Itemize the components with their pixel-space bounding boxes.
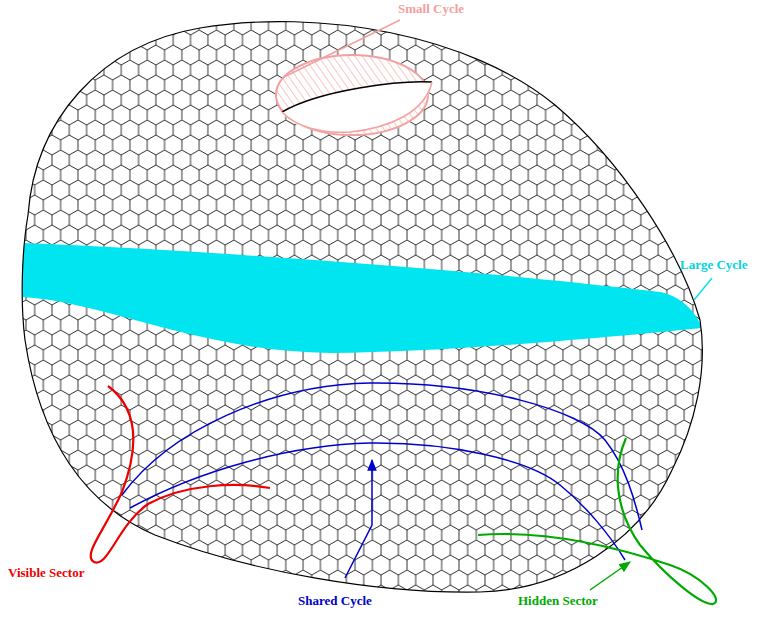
leader-line [694,278,712,300]
leader-line [282,20,400,78]
visible-sector-curve [91,386,270,563]
sector-label: Visible Sector [8,566,84,580]
manifold-outline [22,22,702,593]
cycle-label: Large Cycle [680,258,748,272]
hidden-sector-curve [478,438,716,604]
cycle-label: Shared Cycle [298,594,372,608]
sector-label: Hidden Sector [518,594,598,608]
small-cycle [276,20,432,135]
leader-arrow [590,562,630,590]
large-cycle-band [20,243,702,353]
cycle-label: Small Cycle [398,2,464,16]
shared-cycle [122,383,642,578]
